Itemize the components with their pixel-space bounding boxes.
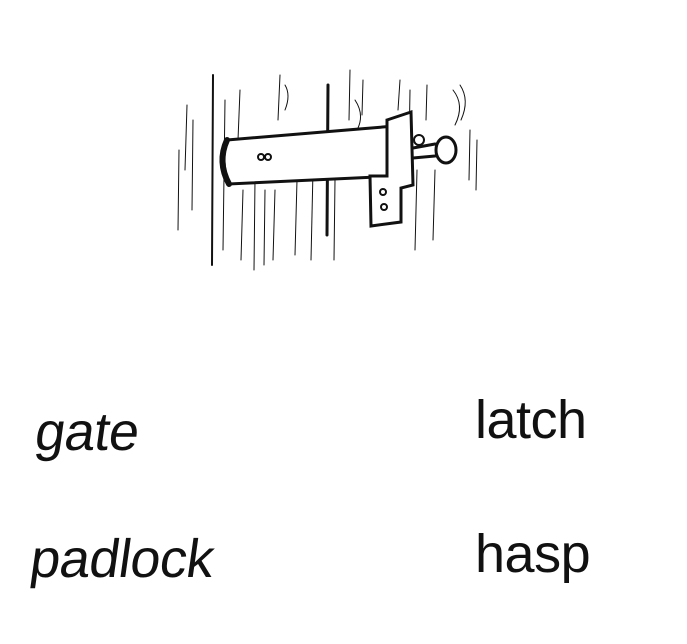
latch-illustration bbox=[165, 60, 495, 280]
word-gate: gate bbox=[31, 402, 144, 462]
word-padlock: padlock bbox=[26, 529, 218, 589]
latch-icon bbox=[177, 69, 478, 271]
word-hasp: hasp bbox=[475, 524, 591, 584]
word-latch: latch bbox=[475, 390, 587, 450]
